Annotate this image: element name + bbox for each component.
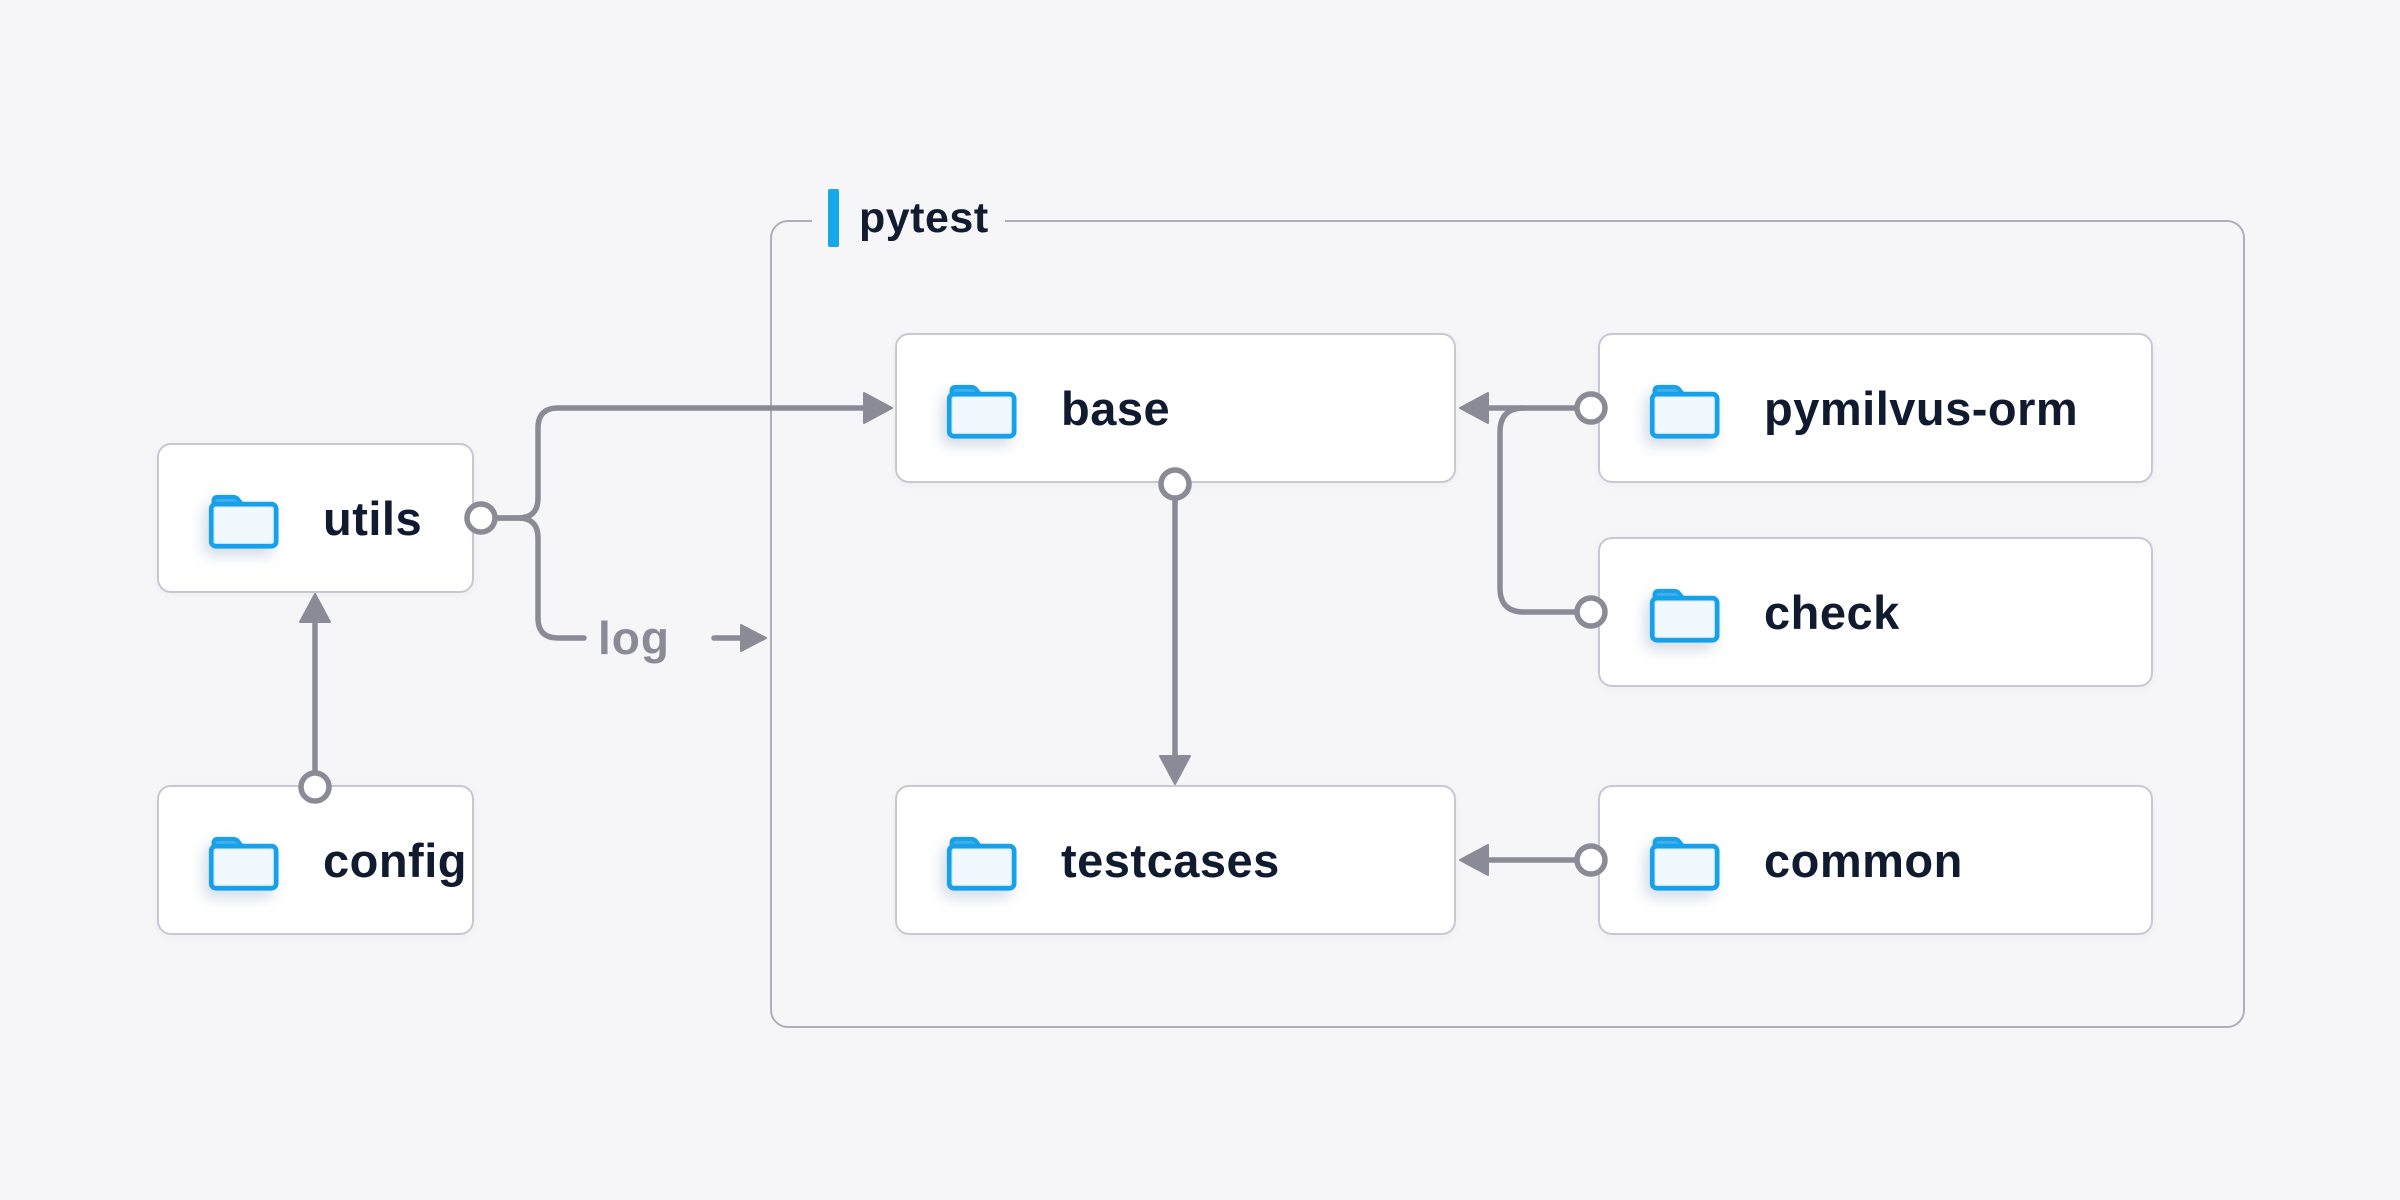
folder-icon — [1649, 384, 1720, 439]
node-check: check — [1598, 537, 2153, 687]
node-pymilvus-orm: pymilvus-orm — [1598, 333, 2153, 483]
node-label: testcases — [1061, 833, 1280, 887]
pytest-group-label: pytest — [812, 186, 1005, 250]
edge-utils-log — [492, 515, 587, 641]
edge-label-log: log — [598, 612, 670, 664]
pytest-group-container — [770, 220, 2245, 1028]
node-config: config — [157, 785, 474, 935]
folder-icon — [1649, 836, 1720, 891]
folder-icon — [1649, 588, 1720, 643]
edge-config-utils — [299, 593, 331, 775]
node-label: base — [1061, 381, 1171, 435]
group-title: pytest — [859, 193, 989, 242]
node-label: common — [1764, 833, 1963, 887]
node-testcases: testcases — [895, 785, 1456, 935]
node-common: common — [1598, 785, 2153, 935]
accent-bar — [828, 189, 839, 247]
folder-icon — [208, 836, 279, 891]
node-label: pymilvus-orm — [1764, 381, 2079, 435]
node-label: check — [1764, 585, 1900, 639]
node-label: utils — [323, 491, 423, 545]
folder-icon — [946, 836, 1017, 891]
folder-icon — [208, 494, 279, 549]
node-utils: utils — [157, 443, 474, 593]
node-label: config — [323, 833, 467, 887]
folder-icon — [946, 384, 1017, 439]
node-base: base — [895, 333, 1456, 483]
edge-log-arrow — [711, 624, 767, 652]
